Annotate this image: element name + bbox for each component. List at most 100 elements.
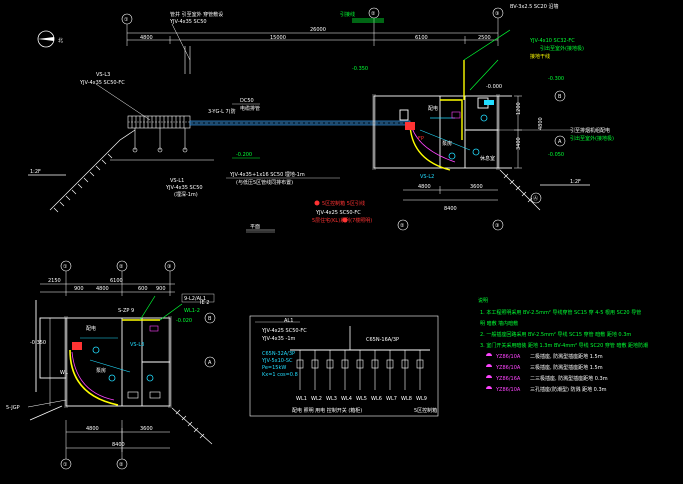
pipe-label-2: 电缆排管	[240, 105, 260, 112]
plan2-left-label: 5-JGP	[6, 405, 20, 411]
note-right-3: 引出至室外(接地极)	[570, 135, 614, 142]
vs-l1-label: VS-L1	[170, 178, 184, 184]
building-plan2	[35, 300, 171, 407]
level-top-2: -0.300	[548, 76, 564, 82]
level-left: -0.200	[236, 152, 252, 158]
note-1b: 明 暗敷 墙内暗敷	[480, 320, 518, 327]
plan2-dim-bottom-1: 4800	[86, 426, 99, 432]
plan2-axis-bottom-1: ①	[63, 462, 68, 468]
plan2-note-green: WL1-2	[184, 308, 200, 314]
plan2-note-top: S-ZP 9	[118, 308, 134, 314]
axis-bottom-a: Ⓐ	[533, 195, 538, 202]
axis-top-1: ①	[124, 17, 129, 23]
level-top-4: -0.000	[486, 84, 502, 90]
system-breaker: C65N-16A/3P	[366, 337, 399, 343]
axis-bottom-3: ③	[495, 223, 499, 229]
circuit-3: WL3	[326, 396, 337, 402]
room-2: 泵房	[442, 140, 452, 147]
legend-code-2: YZ86/10A	[495, 365, 521, 371]
level-top-3: -0.050	[548, 152, 564, 158]
pipe-label: DC50	[240, 98, 254, 104]
vs-l1-cable: YJV-4x35 SC50	[165, 185, 203, 191]
vs-l1-depth: (埋深-1m)	[174, 191, 198, 198]
plan2-axis-bottom-2: ②	[119, 462, 124, 468]
plan2-room-1: 配电	[86, 325, 96, 332]
green-right-2: 引出至室外(接地极)	[540, 45, 584, 52]
dim-top-total: 26000	[310, 27, 326, 33]
system-panel-label: 配电 照明 用电 控制开关 (箱柜)	[292, 407, 362, 414]
legend-code-1: YZ86/10A	[495, 354, 521, 360]
mid-cable: YJV-4x35+1x16 SC50 埋地-1m	[229, 171, 305, 178]
notes-block: 说明 1. 本工程照明采用 BV-2.5mm² 导线穿管 SC15 穿 4-5 …	[478, 297, 648, 393]
legend-text-4: 三孔插座(防潮型) 防溅 距地 0.3m	[530, 386, 607, 393]
plan-title: 平面	[250, 224, 260, 230]
dim-bottom-total: 8400	[444, 206, 457, 212]
cable-top: YJV-4x35 SC50	[169, 19, 207, 25]
circuit-8: WL8	[401, 396, 412, 402]
vertical-stubs	[132, 128, 188, 153]
plan2-dim-2: 900	[74, 286, 84, 292]
dim-right-1: 1200	[516, 102, 522, 115]
fixtures-top	[405, 100, 494, 160]
ground-right: 1:2F	[570, 179, 581, 185]
note-1: 1. 本工程照明采用 BV-2.5mm² 导线穿管 SC15 穿 4-5 根用 …	[480, 309, 641, 316]
plan2-axis-3: ③	[167, 264, 171, 270]
top-dimensions	[126, 18, 499, 46]
system-note-2: YJV-5x10-SC	[261, 358, 293, 364]
north-arrow: 北	[37, 30, 63, 48]
circuit-9: WL9	[416, 396, 427, 402]
legend-text-1: 二极插座, 防溅型插座距地 1.5m	[530, 353, 603, 360]
system-note-4: Kx=1 cos=0.8	[262, 372, 298, 378]
dim-bottom-1: 4800	[418, 184, 431, 190]
green-tag: 引接线	[340, 11, 355, 18]
circuit-2: WL2	[311, 396, 322, 402]
system-header: AL1	[284, 318, 293, 324]
legend-socket-2: YZ86/10A 三极插座, 防溅型插座距地 1.5m	[486, 364, 603, 371]
green-right-3: 接地干线	[530, 53, 550, 60]
dim-top-2: 15000	[270, 35, 286, 41]
plan2-axis-2: ②	[119, 264, 124, 270]
mid-cable-note: (与低压5区管线同排布置)	[236, 179, 293, 186]
dim-right-3: 4800	[538, 117, 544, 130]
level-top-1: -0.350	[352, 66, 368, 72]
axis-right-a: A	[558, 139, 562, 145]
plan2-box-label: WL	[60, 370, 68, 376]
legend-code-4: YZ86/10A	[495, 387, 521, 393]
dim-bottom-2: 3600	[470, 184, 483, 190]
cable-duct	[127, 115, 411, 129]
system-incoming-note: YJV-4x35 -1m	[261, 336, 296, 342]
plan2-dim-3: 4800	[96, 286, 109, 292]
axis-bottom-2: ②	[400, 223, 405, 229]
fixtures-plan2	[72, 325, 161, 399]
plan2-axis-1: ①	[63, 264, 68, 270]
red-note-3: 5层住宅(KL)系列(7楼照明)	[312, 217, 372, 224]
left-box-label: VS-L3	[96, 72, 110, 78]
plan2-level-1: -0.020	[176, 318, 192, 324]
legend-text-3: 二三极插座, 防溅型插座距地 0.3m	[530, 375, 608, 382]
wiring-plan2	[69, 295, 183, 406]
green-right-1: YJV-4x10 SC32-FC	[529, 38, 575, 44]
vs-l2-label: VS-L2	[420, 174, 434, 180]
plan2-dim-5: 900	[156, 286, 166, 292]
plan2-room-2: 泵房	[96, 367, 106, 374]
building-top	[373, 95, 512, 169]
legend-text-2: 三极插座, 防溅型插座距地 1.5m	[530, 364, 603, 371]
dim-top-3: 6100	[415, 35, 428, 41]
system-feed-label: 5区控制箱	[414, 407, 437, 414]
fp-label: FP	[418, 136, 424, 142]
left-box-cable: YJV-4x35 SC50-FC	[79, 80, 125, 86]
north-label: 北	[58, 37, 63, 44]
circuit-7: WL7	[386, 396, 397, 402]
dim-right-2: 3400	[516, 137, 522, 150]
plan2-axis-a: A	[208, 360, 212, 366]
circuit-4: WL4	[341, 396, 352, 402]
note-2: 2. 一般插座回路采用 BV-2.5mm² 导线 SC15 穿管 暗敷 距地 0…	[480, 331, 631, 338]
dim-top-4: 2500	[478, 35, 491, 41]
note-right-2: 引至排烟机组配电	[570, 127, 610, 134]
room-1: 配电	[428, 105, 438, 112]
axis-top-3: ③	[495, 11, 499, 17]
wiring-top	[409, 29, 511, 171]
legend-socket-3: YZ86/16A 二三极插座, 防溅型插座距地 0.3m	[486, 375, 608, 382]
legend-socket-1: YZ86/10A 二极插座, 防溅型插座距地 1.5m	[486, 353, 603, 360]
